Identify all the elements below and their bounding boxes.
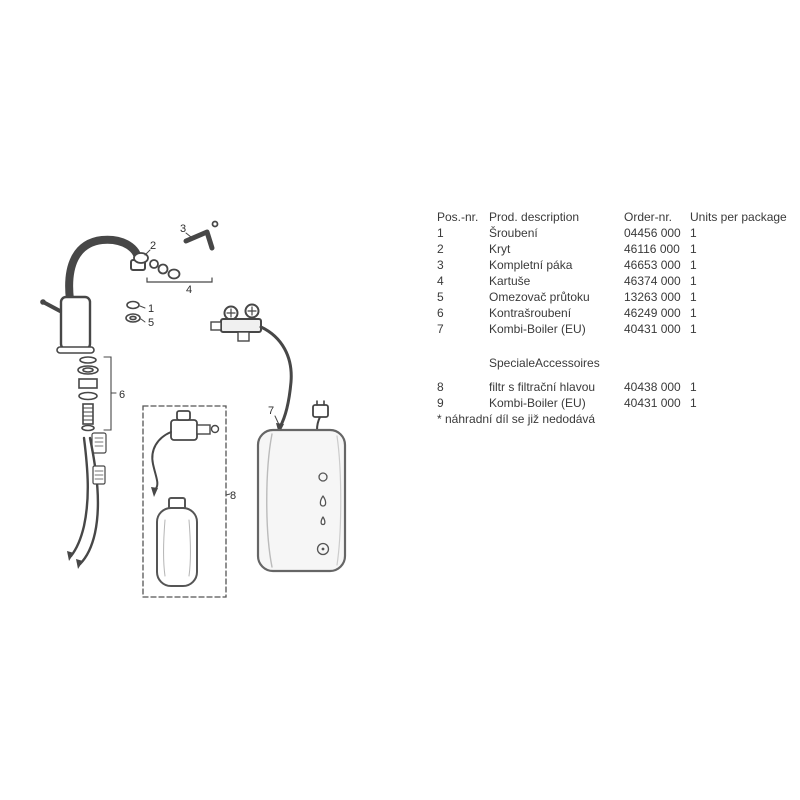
cell-pos: 8: [437, 380, 444, 394]
footnote: * náhradní díl se již nedodává: [437, 412, 596, 426]
callout-3: 3: [180, 223, 186, 235]
boiler-unit: [256, 400, 347, 573]
cell-order: 46653 000: [624, 258, 681, 272]
cell-order: 40431 000: [624, 322, 681, 336]
cell-desc: Omezovač průtoku: [489, 290, 590, 304]
group-bracket-6: [103, 356, 112, 431]
cell-order: 46116 000: [624, 242, 680, 256]
cell-units: 1: [690, 290, 697, 304]
cell-pos: 1: [437, 226, 444, 240]
cell-pos: 6: [437, 306, 444, 320]
cell-desc: Šroubení: [489, 226, 538, 240]
header-order-nr: Order-nr.: [624, 210, 673, 224]
table-row: 6 Kontrašroubení 46249 000 1: [437, 305, 797, 321]
callout-labels: 1 2 3 4 5 6 7 8: [119, 223, 274, 502]
table-row: 2 Kryt 46116 000 1: [437, 241, 797, 257]
header-pos-nr: Pos.-nr.: [437, 210, 479, 224]
cell-units: 1: [690, 258, 697, 272]
cell-desc: Kryt: [489, 242, 511, 256]
cell-order: 40438 000: [624, 380, 681, 394]
group-bracket-4: [146, 277, 213, 283]
table-row: 5 Omezovač průtoku 13263 000 1: [437, 289, 797, 305]
section-label: SpecialeAccessoires: [489, 356, 600, 370]
header-units-per-package: Units per package: [690, 210, 787, 224]
table-row: 9 Kombi-Boiler (EU) 40431 000 1: [437, 395, 797, 411]
valve-assembly: [210, 303, 293, 434]
cell-desc: Kompletní páka: [489, 258, 573, 272]
dashed-group-box: [142, 405, 227, 598]
cell-units: 1: [690, 242, 697, 256]
footnote-row: * náhradní díl se již nedodává: [437, 411, 797, 427]
parts-table: Pos.-nr. Prod. description Order-nr. Uni…: [437, 209, 797, 427]
hose-arrow: [151, 487, 158, 497]
table-row: 1 Šroubení 04456 000 1: [437, 225, 797, 241]
boiler-indicator-icons: [316, 472, 330, 556]
cell-order: 04456 000: [624, 226, 681, 240]
lever-part: [183, 229, 215, 251]
power-indicator-icon: [318, 472, 328, 482]
callout-8: 8: [230, 490, 236, 502]
callout-4: 4: [186, 284, 192, 296]
cell-units: 1: [690, 226, 697, 240]
cell-desc: Kontrašroubení: [489, 306, 572, 320]
cell-desc: Kombi-Boiler (EU): [489, 396, 586, 410]
hose-arrow: [67, 551, 74, 561]
faucet-handle: [43, 301, 62, 313]
cell-pos: 9: [437, 396, 444, 410]
dial-icon: [316, 542, 330, 556]
cell-desc: Kombi-Boiler (EU): [489, 322, 586, 336]
cell-order: 13263 000: [624, 290, 681, 304]
cell-units: 1: [690, 274, 697, 288]
cover-part: [133, 252, 149, 264]
filter-cartridge: [156, 497, 198, 587]
hose-arrow: [76, 559, 83, 569]
cell-pos: 5: [437, 290, 444, 304]
header-prod-description: Prod. description: [489, 210, 580, 224]
cell-order: 46374 000: [624, 274, 681, 288]
cartridge-parts: [133, 220, 219, 283]
table-header-row: Pos.-nr. Prod. description Order-nr. Uni…: [437, 209, 797, 225]
leader-lines: [139, 232, 282, 496]
cell-desc: filtr s filtrační hlavou: [489, 380, 596, 394]
fitting-parts: [125, 300, 141, 323]
cell-units: 1: [690, 396, 697, 410]
table-gap: [437, 337, 797, 355]
hose-arrow: [276, 423, 284, 434]
cell-pos: 3: [437, 258, 444, 272]
supply-hoses: [67, 436, 106, 569]
water-drop-icon: [319, 495, 327, 507]
cell-pos: 2: [437, 242, 444, 256]
callout-1: 1: [148, 303, 154, 315]
cell-pos: 7: [437, 322, 444, 336]
table-row: 7 Kombi-Boiler (EU) 40431 000 1: [437, 321, 797, 337]
filter-head: [151, 410, 220, 497]
cell-order: 40431 000: [624, 396, 681, 410]
filter-kit-box: [142, 405, 227, 598]
table-gap: [437, 371, 797, 379]
table-row: 8 filtr s filtrační hlavou 40438 000 1: [437, 379, 797, 395]
callout-7: 7: [268, 405, 274, 417]
water-drop-icon: [320, 516, 326, 526]
table-row: 3 Kompletní páka 46653 000 1: [437, 257, 797, 273]
section-label-row: SpecialeAccessoires: [437, 355, 797, 371]
valve-hose: [259, 325, 293, 429]
power-plug-icon: [312, 400, 329, 418]
cell-desc: Kartuše: [489, 274, 531, 288]
callout-6: 6: [119, 389, 125, 401]
callout-2: 2: [150, 240, 156, 252]
table-row: 4 Kartuše 46374 000 1: [437, 273, 797, 289]
cell-pos: 4: [437, 274, 444, 288]
label-tag: [91, 432, 107, 454]
faucet-body: [40, 235, 146, 354]
cell-units: 1: [690, 306, 697, 320]
cell-units: 1: [690, 322, 697, 336]
cell-units: 1: [690, 380, 697, 394]
power-cord: [316, 416, 321, 431]
callout-5: 5: [148, 317, 154, 329]
cell-order: 46249 000: [624, 306, 681, 320]
